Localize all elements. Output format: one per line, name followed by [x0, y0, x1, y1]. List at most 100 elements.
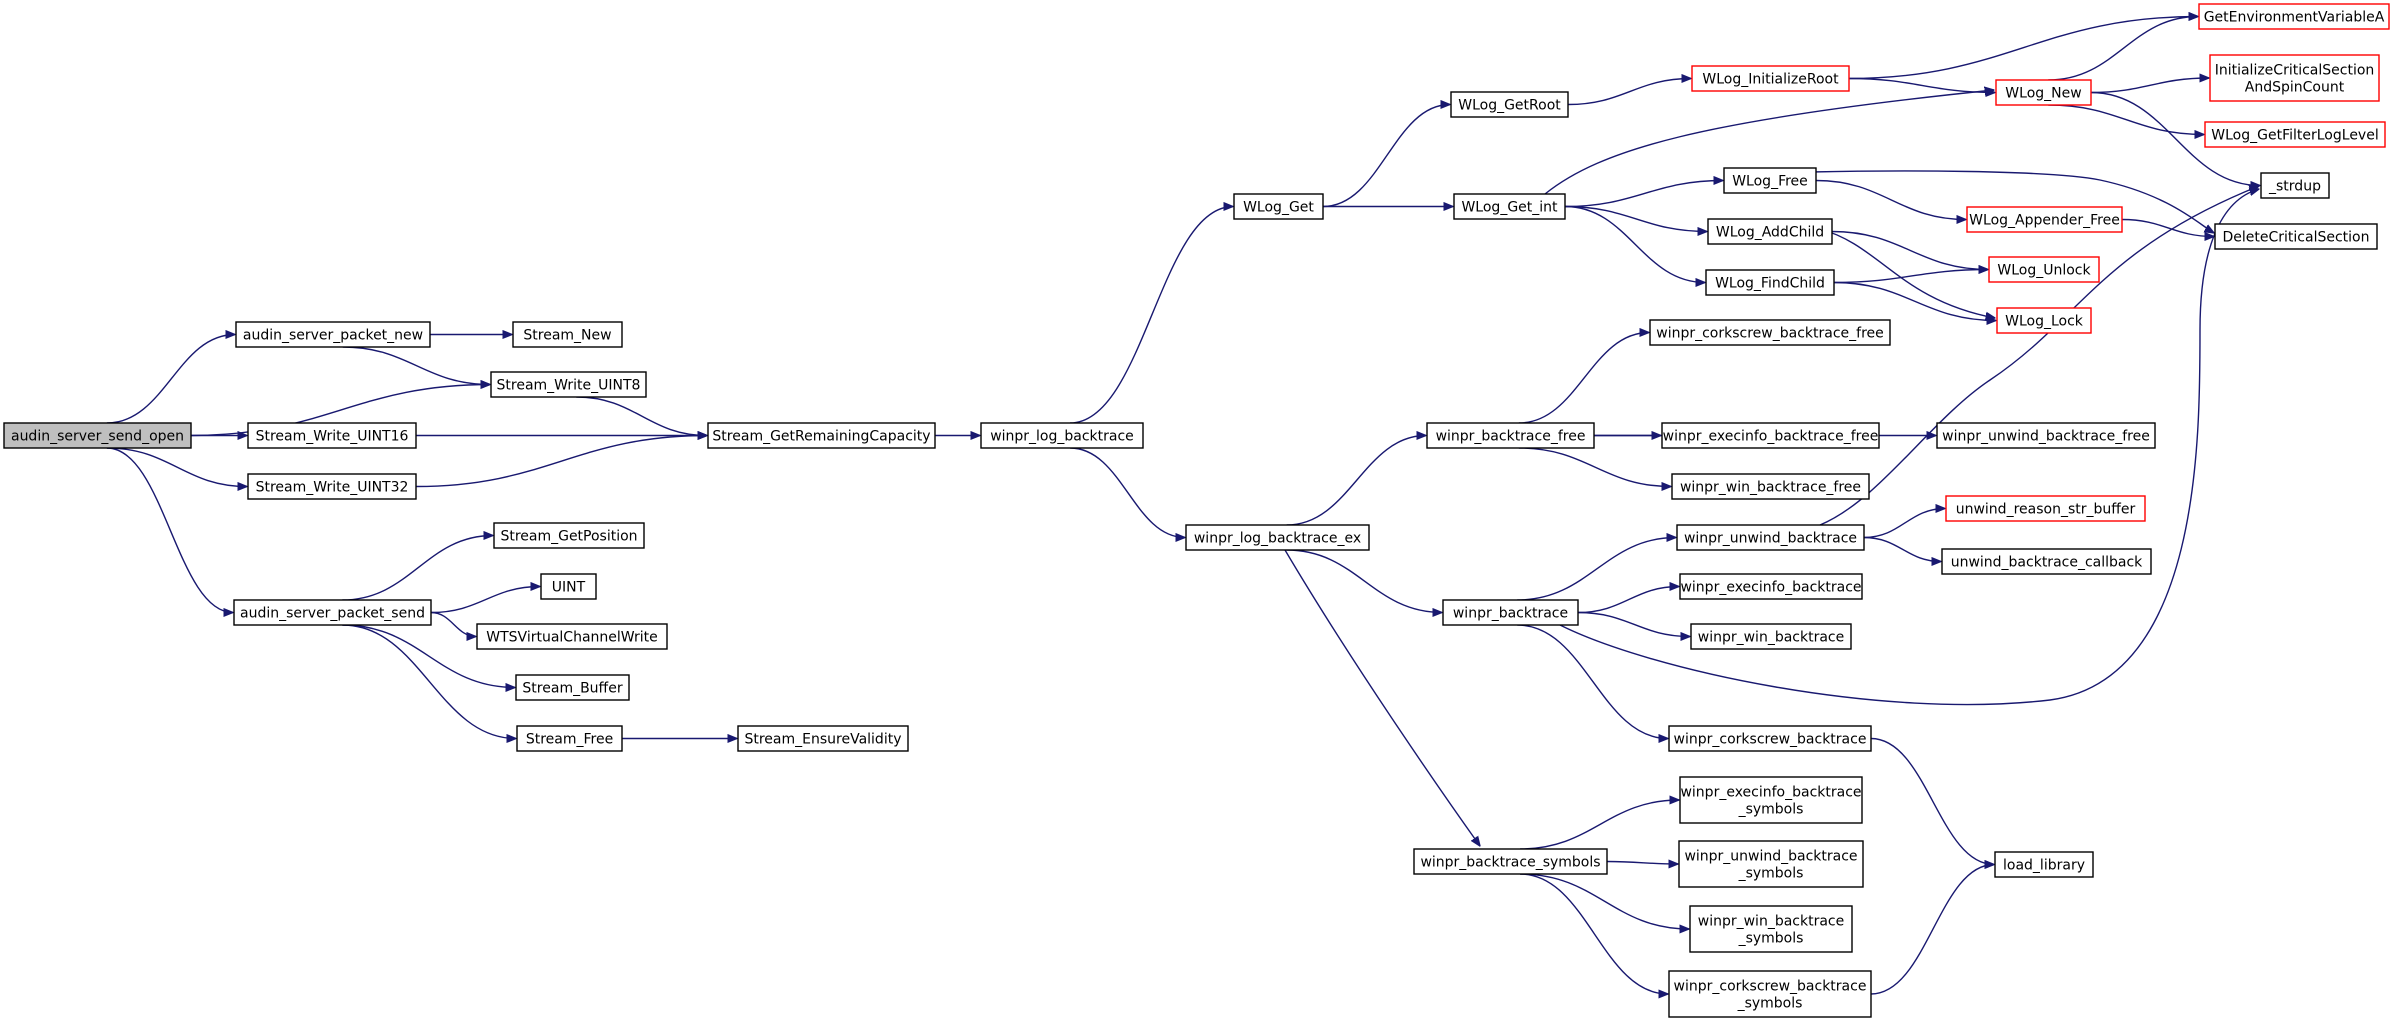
node-label: Stream_Write_UINT16 — [256, 429, 409, 445]
edge-bt_symbols-to-unwind_bt_sym — [1606, 862, 1678, 865]
node-box — [1671, 473, 1870, 500]
node-unwind_bt_free[interactable]: winpr_unwind_backtrace_free — [1936, 422, 2156, 449]
node-label: WLog_Unlock — [1997, 263, 2091, 279]
node-label: unwind_backtrace_callback — [1951, 555, 2143, 571]
node-packet_new[interactable]: audin_server_packet_new — [235, 321, 431, 348]
node-log_backtrace[interactable]: winpr_log_backtrace — [980, 422, 1144, 449]
node-get_position[interactable]: Stream_GetPosition — [493, 522, 645, 549]
node-add_child[interactable]: WLog_AddChild — [1707, 218, 1833, 245]
edge-wlog_free-to-delete_cs — [1809, 170, 2214, 233]
node-backtrace_free[interactable]: winpr_backtrace_free — [1426, 422, 1595, 449]
node-appender_free[interactable]: WLog_Appender_Free — [1966, 206, 2123, 233]
edge-wlog_free-to-appender_free — [1815, 179, 1966, 220]
node-unwind_bt_cb[interactable]: unwind_backtrace_callback — [1941, 548, 2152, 575]
node-stream_free[interactable]: Stream_Free — [516, 725, 623, 752]
node-win_bt_free[interactable]: winpr_win_backtrace_free — [1671, 473, 1870, 500]
node-label: WLog_Free — [1732, 174, 1808, 190]
node-box — [515, 674, 630, 701]
node-label: Stream_GetRemainingCapacity — [712, 429, 930, 445]
node-box — [247, 473, 417, 500]
node-label: WLog_Get — [1243, 200, 1314, 216]
node-box — [1679, 776, 1863, 824]
node-bt_symbols[interactable]: winpr_backtrace_symbols — [1413, 848, 1608, 875]
node-write_uint16[interactable]: Stream_Write_UINT16 — [247, 422, 417, 449]
node-label: _strdup — [2268, 179, 2321, 195]
node-execinfo_bt_sym[interactable]: winpr_execinfo_backtrace_symbols — [1679, 776, 1863, 824]
node-remaining_capacity[interactable]: Stream_GetRemainingCapacity — [707, 422, 936, 449]
node-packet_send[interactable]: audin_server_packet_send — [233, 599, 432, 626]
edge-backtrace_free-to-win_bt_free — [1518, 447, 1671, 487]
node-wts_write[interactable]: WTSVirtualChannelWrite — [476, 623, 668, 650]
node-execinfo_bt[interactable]: winpr_execinfo_backtrace — [1679, 573, 1863, 600]
node-ensure_validity[interactable]: Stream_EnsureValidity — [737, 725, 909, 752]
node-label: winpr_corkscrew_backtrace — [1674, 979, 1867, 995]
node-label: winpr_log_backtrace_ex — [1194, 531, 1361, 547]
node-log_backtrace_ex[interactable]: winpr_log_backtrace_ex — [1185, 524, 1370, 551]
edge-unwind_bt-to-strdup — [1819, 186, 2259, 526]
node-win_bt[interactable]: winpr_win_backtrace — [1690, 623, 1852, 650]
node-box — [3, 422, 192, 449]
node-write_uint32[interactable]: Stream_Write_UINT32 — [247, 473, 417, 500]
node-win_bt_sym[interactable]: winpr_win_backtrace_symbols — [1689, 905, 1853, 953]
node-wlog_get[interactable]: WLog_Get — [1233, 193, 1324, 220]
node-stream_buffer[interactable]: Stream_Buffer — [515, 674, 630, 701]
node-uint[interactable]: UINT — [540, 573, 597, 600]
node-wlog_free[interactable]: WLog_Free — [1723, 167, 1817, 194]
node-execinfo_bt_free[interactable]: winpr_execinfo_backtrace_free — [1661, 422, 1880, 449]
node-label: WTSVirtualChannelWrite — [486, 630, 657, 646]
node-box — [1679, 573, 1863, 600]
edge-backtrace-to-corkscrew_bt — [1517, 624, 1668, 739]
edge-root-to-packet_new — [106, 335, 235, 424]
node-label: Stream_EnsureValidity — [744, 732, 901, 748]
node-label: InitializeCriticalSection — [2215, 63, 2375, 79]
node-label: Stream_GetPosition — [500, 529, 637, 545]
node-wlog_initroot[interactable]: WLog_InitializeRoot — [1691, 65, 1850, 92]
edge-find_child-to-wlog_unlock — [1833, 270, 1988, 284]
edge-unwind_bt-to-unwind_bt_cb — [1863, 536, 1941, 562]
node-box — [1988, 256, 2100, 283]
node-box — [1185, 524, 1370, 551]
node-box — [1936, 422, 2156, 449]
node-box — [490, 371, 647, 398]
node-backtrace[interactable]: winpr_backtrace — [1442, 599, 1579, 626]
node-box — [1705, 269, 1835, 296]
node-wlog_unlock[interactable]: WLog_Unlock — [1988, 256, 2100, 283]
node-write_uint8[interactable]: Stream_Write_UINT8 — [490, 371, 647, 398]
edge-wlog_get_int-to-wlog_free — [1564, 181, 1723, 208]
node-unwind_bt[interactable]: winpr_unwind_backtrace — [1676, 524, 1865, 551]
node-stream_new[interactable]: Stream_New — [512, 321, 623, 348]
node-corkscrew_bt_free[interactable]: winpr_corkscrew_backtrace_free — [1649, 319, 1891, 346]
node-corkscrew_bt[interactable]: winpr_corkscrew_backtrace — [1668, 725, 1872, 752]
node-box — [737, 725, 909, 752]
node-label: WLog_GetFilterLogLevel — [2211, 128, 2378, 144]
node-wlog_getroot[interactable]: WLog_GetRoot — [1450, 91, 1569, 118]
edge-log_backtrace-to-wlog_get — [1070, 207, 1233, 424]
node-label: winpr_win_backtrace — [1698, 914, 1844, 930]
node-label: UINT — [552, 580, 586, 596]
node-box — [1966, 206, 2123, 233]
node-filter_level[interactable]: WLog_GetFilterLogLevel — [2204, 121, 2386, 148]
node-load_library[interactable]: load_library — [1994, 851, 2094, 878]
node-label: winpr_corkscrew_backtrace — [1674, 732, 1867, 748]
node-unwind_bt_sym[interactable]: winpr_unwind_backtrace_symbols — [1678, 840, 1864, 888]
node-label: Stream_Write_UINT32 — [256, 480, 409, 496]
node-wlog_lock[interactable]: WLog_Lock — [1996, 307, 2092, 334]
node-delete_cs[interactable]: DeleteCriticalSection — [2214, 223, 2378, 250]
edge-backtrace-to-win_bt — [1577, 611, 1690, 637]
node-get_env[interactable]: GetEnvironmentVariableA — [2198, 3, 2390, 30]
edge-wlog_get-to-wlog_getroot — [1322, 105, 1450, 208]
node-corkscrew_bt_sym[interactable]: winpr_corkscrew_backtrace_symbols — [1668, 970, 1872, 1018]
node-label: WLog_Appender_Free — [1969, 213, 2120, 229]
node-box — [2260, 172, 2330, 199]
node-label: winpr_corkscrew_backtrace_free — [1656, 326, 1884, 342]
node-wlog_new[interactable]: WLog_New — [1995, 79, 2092, 106]
node-box — [233, 599, 432, 626]
edge-wlog_get_int-to-add_child — [1564, 205, 1707, 232]
node-strdup[interactable]: _strdup — [2260, 172, 2330, 199]
node-find_child[interactable]: WLog_FindChild — [1705, 269, 1835, 296]
node-unwind_reason[interactable]: unwind_reason_str_buffer — [1945, 495, 2146, 522]
node-label: WLog_Get_int — [1461, 200, 1558, 216]
node-wlog_get_int[interactable]: WLog_Get_int — [1453, 193, 1566, 220]
